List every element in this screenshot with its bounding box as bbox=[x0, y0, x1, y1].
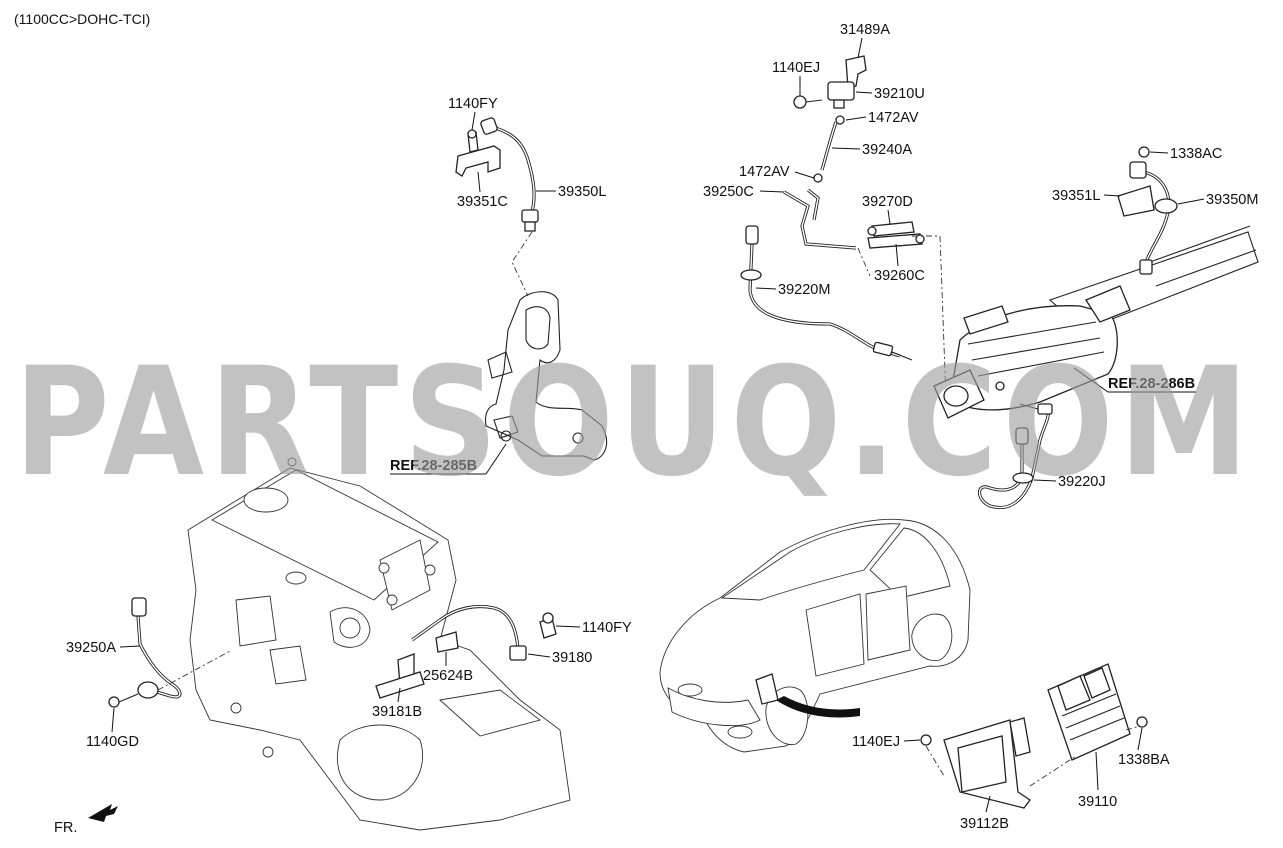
ref-28-285b[interactable]: REF.28-285B bbox=[390, 458, 477, 474]
hose-39240a bbox=[813, 115, 845, 183]
ecu-bracket-39112b bbox=[920, 717, 1031, 809]
label-39250a[interactable]: 39250A bbox=[66, 640, 116, 656]
exhaust-manifold-outline bbox=[484, 291, 608, 461]
pipe-39250c bbox=[783, 188, 857, 250]
label-39260c[interactable]: 39260C bbox=[874, 268, 925, 284]
label-39350l[interactable]: 39350L bbox=[558, 184, 606, 200]
label-39351c[interactable]: 39351C bbox=[457, 194, 508, 210]
label-39240a[interactable]: 39240A bbox=[862, 142, 912, 158]
engine-block-outline bbox=[187, 457, 571, 831]
bracket-39351c bbox=[455, 129, 501, 177]
label-39351l-right[interactable]: 39351L bbox=[1052, 188, 1100, 204]
label-39210u[interactable]: 39210U bbox=[874, 86, 925, 102]
label-39110[interactable]: 39110 bbox=[1078, 794, 1117, 810]
label-39180[interactable]: 39180 bbox=[552, 650, 592, 666]
bracket-39351l bbox=[1117, 185, 1155, 217]
pressure-sensor-39210u bbox=[793, 55, 867, 109]
knock-sensor-39250a bbox=[108, 597, 182, 708]
label-39112b[interactable]: 39112B bbox=[960, 816, 1009, 832]
label-1140gd[interactable]: 1140GD bbox=[86, 734, 139, 750]
vehicle-outline bbox=[659, 518, 971, 753]
label-1338ac[interactable]: 1338AC bbox=[1170, 146, 1222, 162]
label-1140ej-bottom[interactable]: 1140EJ bbox=[852, 734, 900, 750]
label-1140ej-top[interactable]: 1140EJ bbox=[772, 60, 820, 76]
front-orientation-label: FR. bbox=[54, 820, 77, 836]
label-39220j[interactable]: 39220J bbox=[1058, 474, 1106, 490]
ref-28-286b[interactable]: REF.28-286B bbox=[1108, 376, 1195, 392]
label-1140fy-top[interactable]: 1140FY bbox=[448, 96, 498, 112]
label-1472av-a[interactable]: 1472AV bbox=[868, 110, 919, 126]
label-39220m[interactable]: 39220M bbox=[778, 282, 830, 298]
temp-sensor-39220j bbox=[977, 403, 1053, 510]
o2-sensor-39350l bbox=[480, 117, 539, 232]
label-1140fy-mid[interactable]: 1140FY bbox=[582, 620, 632, 636]
label-25624b[interactable]: 25624B bbox=[423, 668, 473, 684]
watermark: PARTSOUQ.COM bbox=[14, 336, 1254, 510]
front-arrow-icon bbox=[88, 804, 118, 822]
hose-39260c bbox=[867, 233, 925, 249]
o2-sensor-39350m bbox=[1129, 146, 1178, 275]
catalytic-converter bbox=[933, 225, 1259, 419]
ecu-location-arrow bbox=[776, 696, 860, 718]
position-sensor-39180 bbox=[375, 604, 557, 699]
variant-header: (1100CC>DOHC-TCI) bbox=[14, 11, 150, 27]
label-1338ba[interactable]: 1338BA bbox=[1118, 752, 1170, 768]
label-1472av-b[interactable]: 1472AV bbox=[739, 164, 790, 180]
label-39250c[interactable]: 39250C bbox=[703, 184, 754, 200]
label-39270d[interactable]: 39270D bbox=[862, 194, 913, 210]
ecu-39110 bbox=[1047, 663, 1148, 761]
hose-39270d bbox=[867, 221, 915, 237]
label-31489a[interactable]: 31489A bbox=[840, 22, 890, 38]
temp-sensor-39220m bbox=[740, 225, 913, 361]
label-39350m[interactable]: 39350M bbox=[1206, 192, 1258, 208]
label-39181b[interactable]: 39181B bbox=[372, 704, 422, 720]
